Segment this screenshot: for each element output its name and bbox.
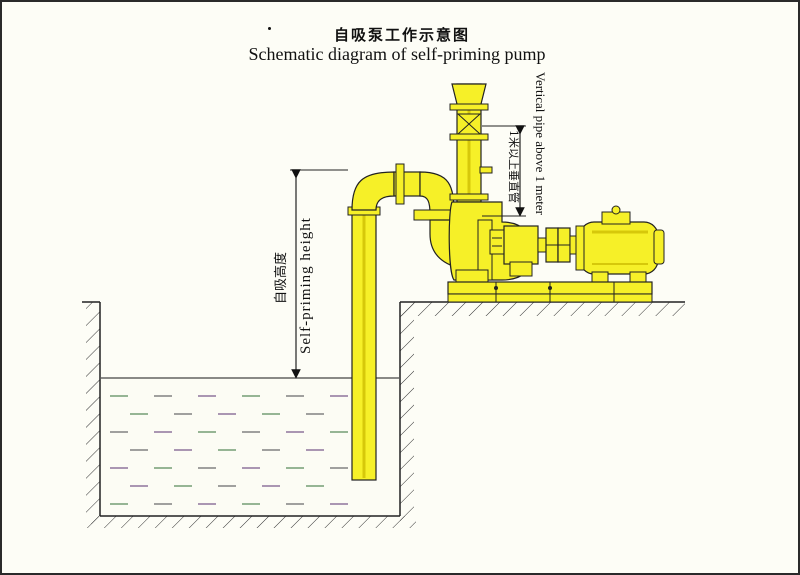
height-dimension bbox=[290, 169, 348, 379]
pipe-dimension bbox=[482, 125, 526, 217]
self-priming-height-en-label: Self-priming height bbox=[298, 217, 314, 354]
tank bbox=[82, 301, 685, 528]
water bbox=[101, 377, 399, 515]
coupling bbox=[537, 227, 583, 263]
vertical-pipe-en-label: Vertical pipe above 1 meter bbox=[533, 72, 548, 215]
discharge-pipe bbox=[449, 83, 493, 203]
vertical-pipe-zh-label: 1米以上垂直管 bbox=[507, 130, 520, 203]
title-english: Schematic diagram of self-priming pump bbox=[248, 44, 546, 64]
title-dot bbox=[268, 27, 271, 30]
self-priming-height-zh-label: 自吸高度 bbox=[274, 251, 289, 304]
title-chinese: 自吸泵工作示意图 bbox=[333, 26, 470, 44]
motor bbox=[575, 205, 665, 283]
pump-body bbox=[448, 201, 539, 285]
base-plate bbox=[447, 281, 653, 303]
